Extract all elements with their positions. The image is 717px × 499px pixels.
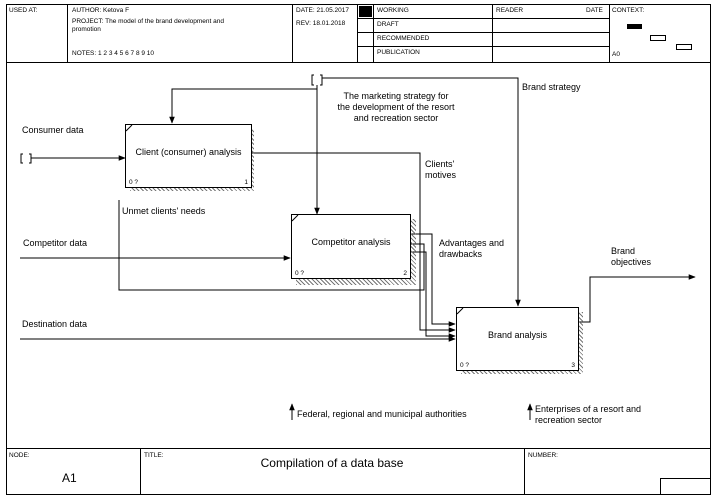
box-cost: 0 ? — [460, 362, 470, 369]
node-label: NODE: — [9, 452, 30, 459]
box-title: Competitor analysis — [311, 237, 391, 247]
arrow-label-consumer-data: Consumer data — [22, 125, 84, 135]
box-number: 2 — [403, 270, 407, 277]
box-number: 1 — [244, 179, 248, 186]
notes-label: NOTES: 1 2 3 4 5 6 7 8 9 10 — [72, 50, 155, 57]
date-label: DATE: 21.05.2017 — [296, 7, 349, 14]
author-label: AUTHOR: Ketova F — [72, 7, 130, 14]
box-corner-mark — [292, 215, 299, 222]
arrow-label-enterprises: Enterprises of a resort and recreation s… — [535, 404, 642, 425]
reader-date-label: DATE — [586, 7, 603, 14]
reader-label: READER — [496, 7, 524, 14]
box-corner-mark — [126, 125, 133, 132]
project-label: PROJECT: The model of the brand developm… — [72, 18, 224, 33]
box-cost: 0 ? — [129, 179, 139, 186]
context-node: A0 — [612, 51, 620, 58]
arrow-label-destination-data: Destination data — [22, 319, 88, 329]
status-draft: DRAFT — [377, 21, 399, 28]
status-working: WORKING — [377, 7, 409, 14]
box-corner-mark — [457, 308, 464, 315]
arrow-label-advantages-drawbacks: Advantages and drawbacks — [439, 238, 505, 259]
arrow-label-unmet-needs: Unmet clients' needs — [122, 206, 206, 216]
arrow-label-federal-authorities: Federal, regional and municipal authorit… — [297, 409, 467, 419]
arrow-label-marketing-strategy: The marketing strategy for the developme… — [337, 91, 455, 123]
arrow-label-brand-objectives: Brand objectives — [611, 246, 652, 267]
status-recommended: RECOMMENDED — [377, 35, 430, 42]
context-label: CONTEXT: — [612, 7, 645, 14]
box-number: 3 — [571, 362, 575, 369]
diagram-title: Compilation of a data base — [260, 456, 404, 470]
used-at-label: USED AT: — [9, 7, 38, 14]
rev-label: REV: 18.01.2018 — [296, 20, 346, 27]
activity-box-brand[interactable]: Brand analysis 0 ? 3 — [456, 307, 579, 371]
box-title: Brand analysis — [487, 330, 548, 340]
number-label: NUMBER: — [528, 452, 558, 459]
status-publication: PUBLICATION — [377, 49, 420, 56]
activity-box-client[interactable]: Client (consumer) analysis 0 ? 1 — [125, 124, 252, 188]
arrow-label-brand-strategy: Brand strategy — [522, 82, 581, 92]
arrow-label-competitor-data: Competitor data — [23, 238, 88, 248]
arrow-label-clients-motives: Clients' motives — [425, 159, 457, 180]
activity-box-competitor[interactable]: Competitor analysis 0 ? 2 — [291, 214, 411, 279]
box-cost: 0 ? — [295, 270, 305, 277]
box-title: Client (consumer) analysis — [135, 147, 242, 157]
node-value: A1 — [62, 471, 77, 485]
title-label: TITLE: — [144, 452, 164, 459]
